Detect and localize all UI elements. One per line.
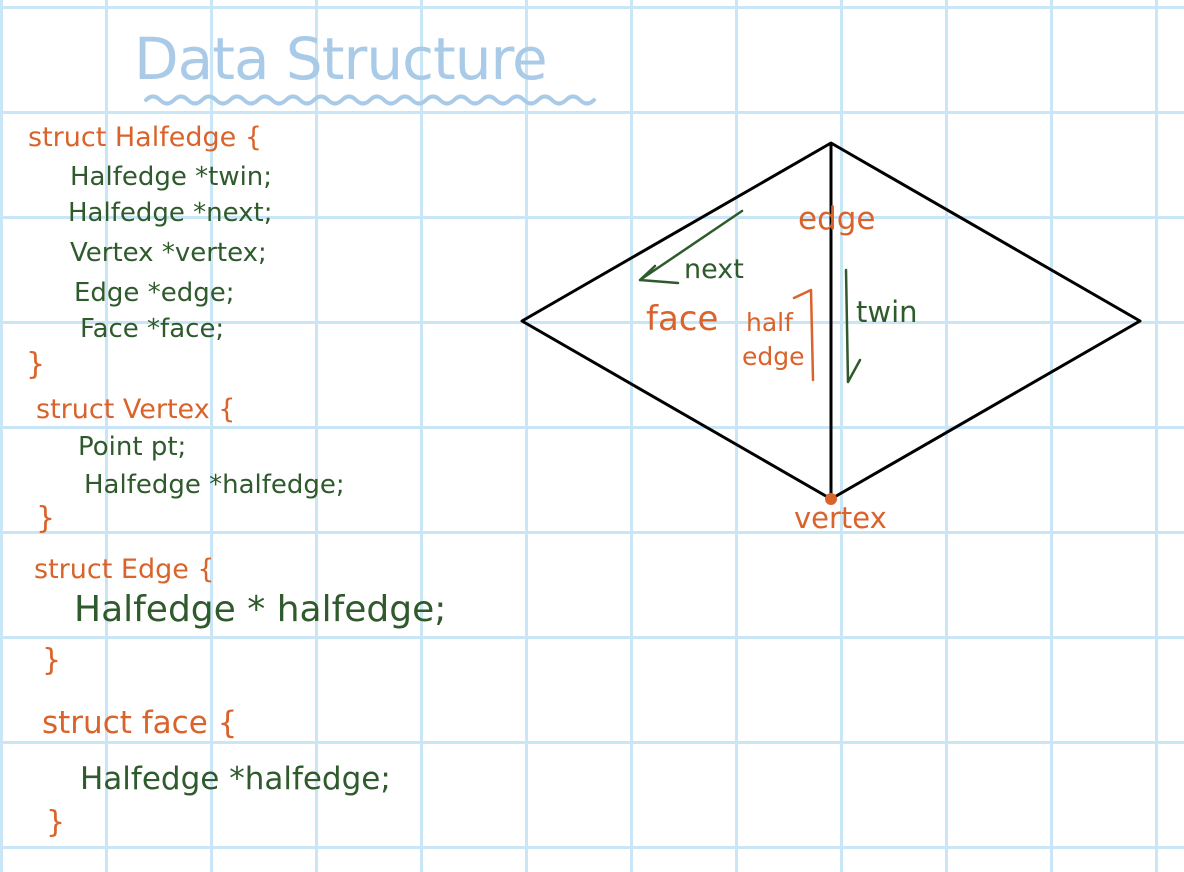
struct-halfedge-header: struct Halfedge { [28, 122, 262, 153]
struct-halfedge-close: } [26, 347, 46, 382]
struct-edge-header: struct Edge { [34, 554, 215, 585]
struct-face-close: } [46, 805, 66, 840]
field-next: Halfedge *next; [68, 198, 273, 228]
label-vertex: vertex [794, 501, 887, 535]
mesh-outline [520, 141, 1142, 501]
field-face-halfedge: Halfedge *halfedge; [80, 761, 391, 797]
struct-vertex-close: } [36, 501, 56, 536]
label-next: next [684, 254, 744, 285]
label-twin: twin [856, 295, 918, 329]
struct-vertex-header: struct Vertex { [36, 394, 236, 425]
field-face: Face *face; [80, 314, 225, 344]
struct-face-header: struct face { [42, 705, 238, 741]
label-halfedge-edge: edge [742, 342, 805, 371]
label-half: half [746, 308, 793, 337]
field-pt: Point pt; [78, 432, 187, 462]
page-title: Data Structure [134, 25, 548, 93]
field-vertex-halfedge: Halfedge *halfedge; [84, 470, 345, 500]
label-face: face [646, 299, 719, 339]
label-edge: edge [798, 201, 876, 237]
field-twin: Halfedge *twin; [70, 162, 273, 192]
field-edge: Edge *edge; [74, 278, 235, 308]
field-vertex: Vertex *vertex; [70, 238, 267, 268]
field-edge-halfedge: Halfedge * halfedge; [74, 589, 447, 630]
struct-edge-close: } [42, 643, 62, 678]
